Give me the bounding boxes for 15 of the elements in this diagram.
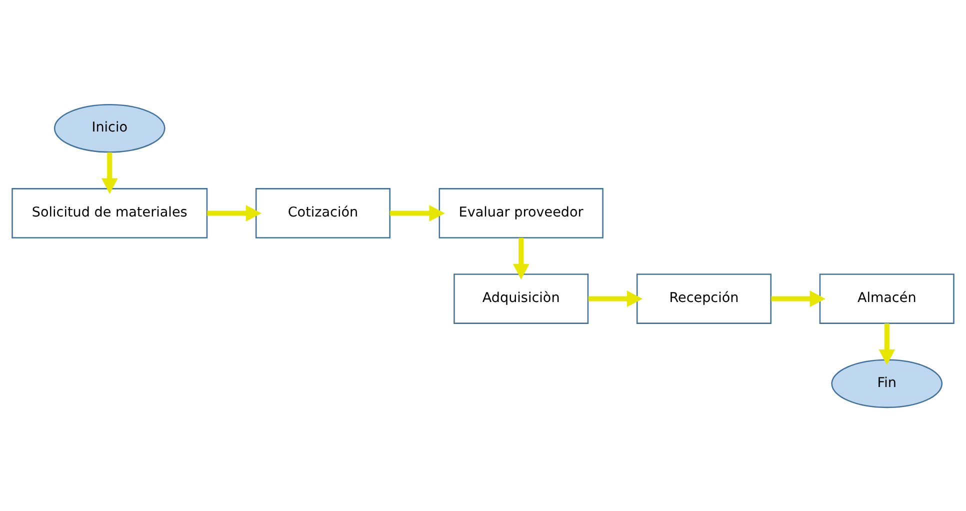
arrow (207, 204, 262, 221)
arrow (512, 237, 530, 280)
node-box: Cotización (255, 188, 390, 238)
arrow (101, 152, 118, 194)
arrow (390, 204, 445, 221)
arrow (771, 290, 826, 306)
arrow (878, 322, 896, 365)
node-box: Almacén (819, 273, 954, 324)
node-box: Solicitud de materiales (12, 188, 208, 238)
node-box: Adquisiciòn (454, 273, 589, 324)
node-ellipse: Inicio (54, 103, 166, 152)
node-ellipse: Fin (831, 358, 943, 408)
node-box: Evaluar proveedor (438, 188, 604, 238)
arrow (588, 290, 643, 306)
node-box: Recepción (636, 273, 772, 324)
